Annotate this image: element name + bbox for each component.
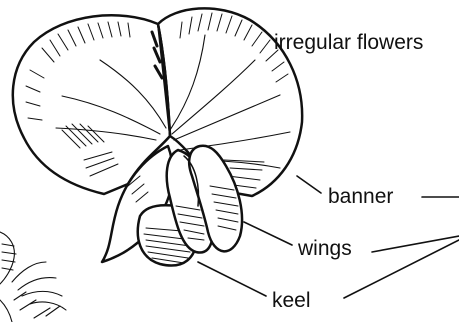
banner-leader — [297, 176, 321, 193]
keel-label: keel — [272, 290, 311, 311]
diagram-title: irregular flowers — [274, 32, 423, 53]
neighbor-flower-fragment — [0, 232, 66, 322]
wings-label: wings — [298, 238, 352, 259]
keel-leader — [198, 262, 266, 296]
banner-fold — [158, 24, 170, 136]
wings-edge-line — [372, 236, 459, 252]
wings-leader — [244, 222, 292, 245]
banner-label: banner — [328, 186, 393, 207]
banner-left-hatching — [26, 22, 130, 176]
banner-veins — [56, 35, 290, 168]
keel-edge-line — [344, 240, 459, 298]
